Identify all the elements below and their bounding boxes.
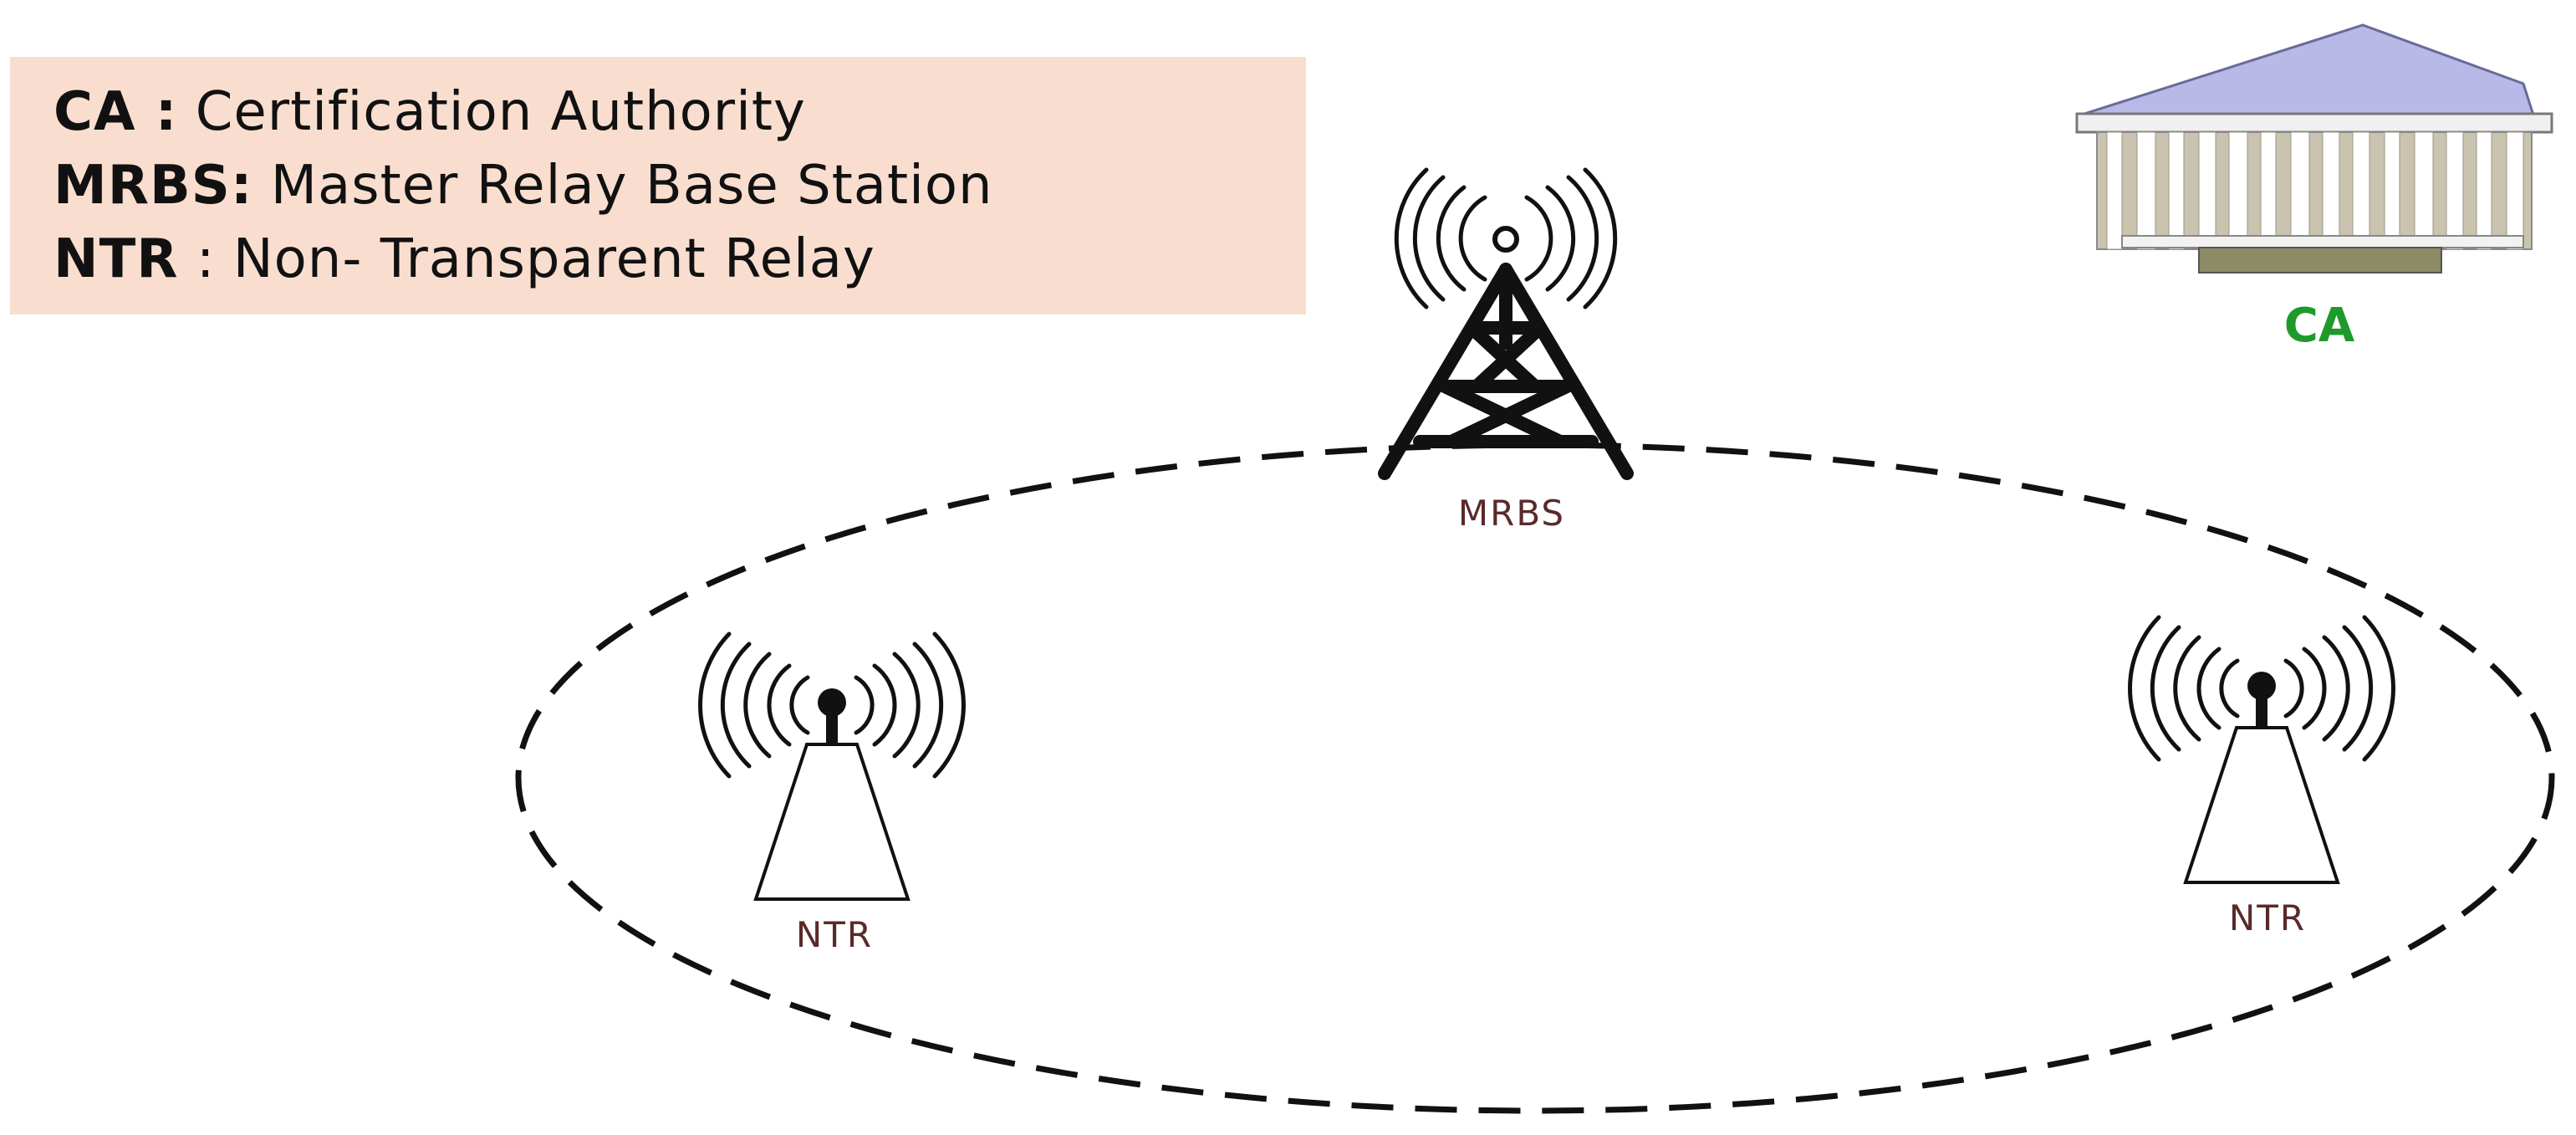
legend-abbr: MRBS:: [54, 155, 253, 217]
legend-item-ntr: NTR : Non- Transparent Relay: [54, 222, 1306, 296]
ca-label: CA: [2284, 299, 2355, 353]
legend-text: : Non- Transparent Relay: [178, 228, 875, 290]
legend-abbr: CA :: [54, 81, 178, 143]
relay-antenna-icon: [698, 631, 966, 901]
relay-antenna-icon: [2128, 615, 2395, 884]
legend-item-mrbs: MRBS: Master Relay Base Station: [54, 149, 1306, 222]
ntr-left-label: NTR: [796, 914, 873, 955]
legend-text: Certification Authority: [177, 81, 806, 143]
legend-text: Master Relay Base Station: [252, 155, 993, 217]
legend-abbr: NTR: [54, 228, 179, 290]
lattice-tower-icon: [1378, 167, 1634, 480]
bank-building-icon: [2075, 23, 2553, 274]
mrbs-label: MRBS: [1458, 493, 1565, 534]
legend-item-ca: CA : Certification Authority: [54, 75, 1306, 149]
ntr-right-label: NTR: [2229, 897, 2306, 938]
legend-box: CA : Certification Authority MRBS: Maste…: [10, 57, 1306, 314]
